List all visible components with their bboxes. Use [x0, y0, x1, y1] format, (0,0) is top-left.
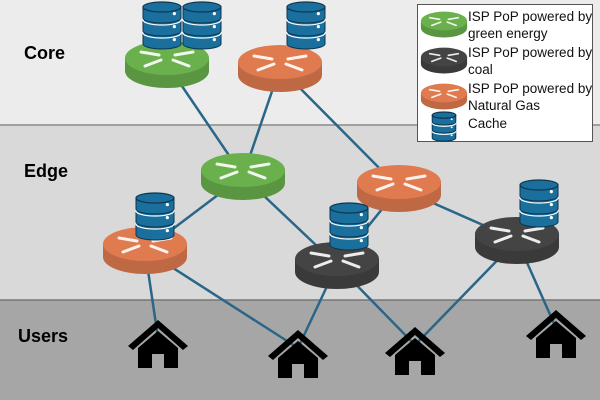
cache-database-icon — [142, 1, 182, 50]
router-gas-icon — [357, 165, 441, 212]
legend-router-gas-icon — [420, 83, 468, 110]
legend-label-coal: ISP PoP powered by coal — [468, 45, 593, 77]
legend-label-cache: Cache — [468, 116, 508, 131]
router-coal-icon — [475, 217, 559, 264]
house-icon — [385, 327, 445, 375]
router-gas-icon — [238, 45, 322, 92]
legend-label-green: ISP PoP powered by green energy — [468, 9, 593, 41]
legend-router-green-icon — [420, 11, 468, 38]
cache-database-icon — [329, 202, 369, 251]
legend-label-gas: ISP PoP powered by Natural Gas — [468, 81, 593, 113]
legend-icons — [420, 11, 468, 142]
router-coal-icon — [295, 242, 379, 289]
house-icon — [268, 330, 328, 378]
legend-database-icon — [431, 111, 457, 142]
band-label-edge: Edge — [24, 161, 69, 181]
cache-database-icon — [135, 192, 175, 241]
band-label-users: Users — [18, 326, 69, 346]
router-gas-icon — [103, 227, 187, 274]
band-label-core: Core — [24, 43, 66, 63]
house-icon — [128, 320, 188, 368]
legend: ISP PoP powered by green energy ISP PoP … — [417, 4, 593, 142]
cache-database-icon — [519, 179, 559, 228]
cache-database-icon — [182, 1, 222, 50]
legend-router-coal-icon — [420, 47, 468, 74]
router-green-icon — [201, 153, 285, 200]
router-green-icon — [125, 41, 209, 88]
house-icon — [526, 310, 586, 358]
cache-database-icon — [286, 1, 326, 50]
